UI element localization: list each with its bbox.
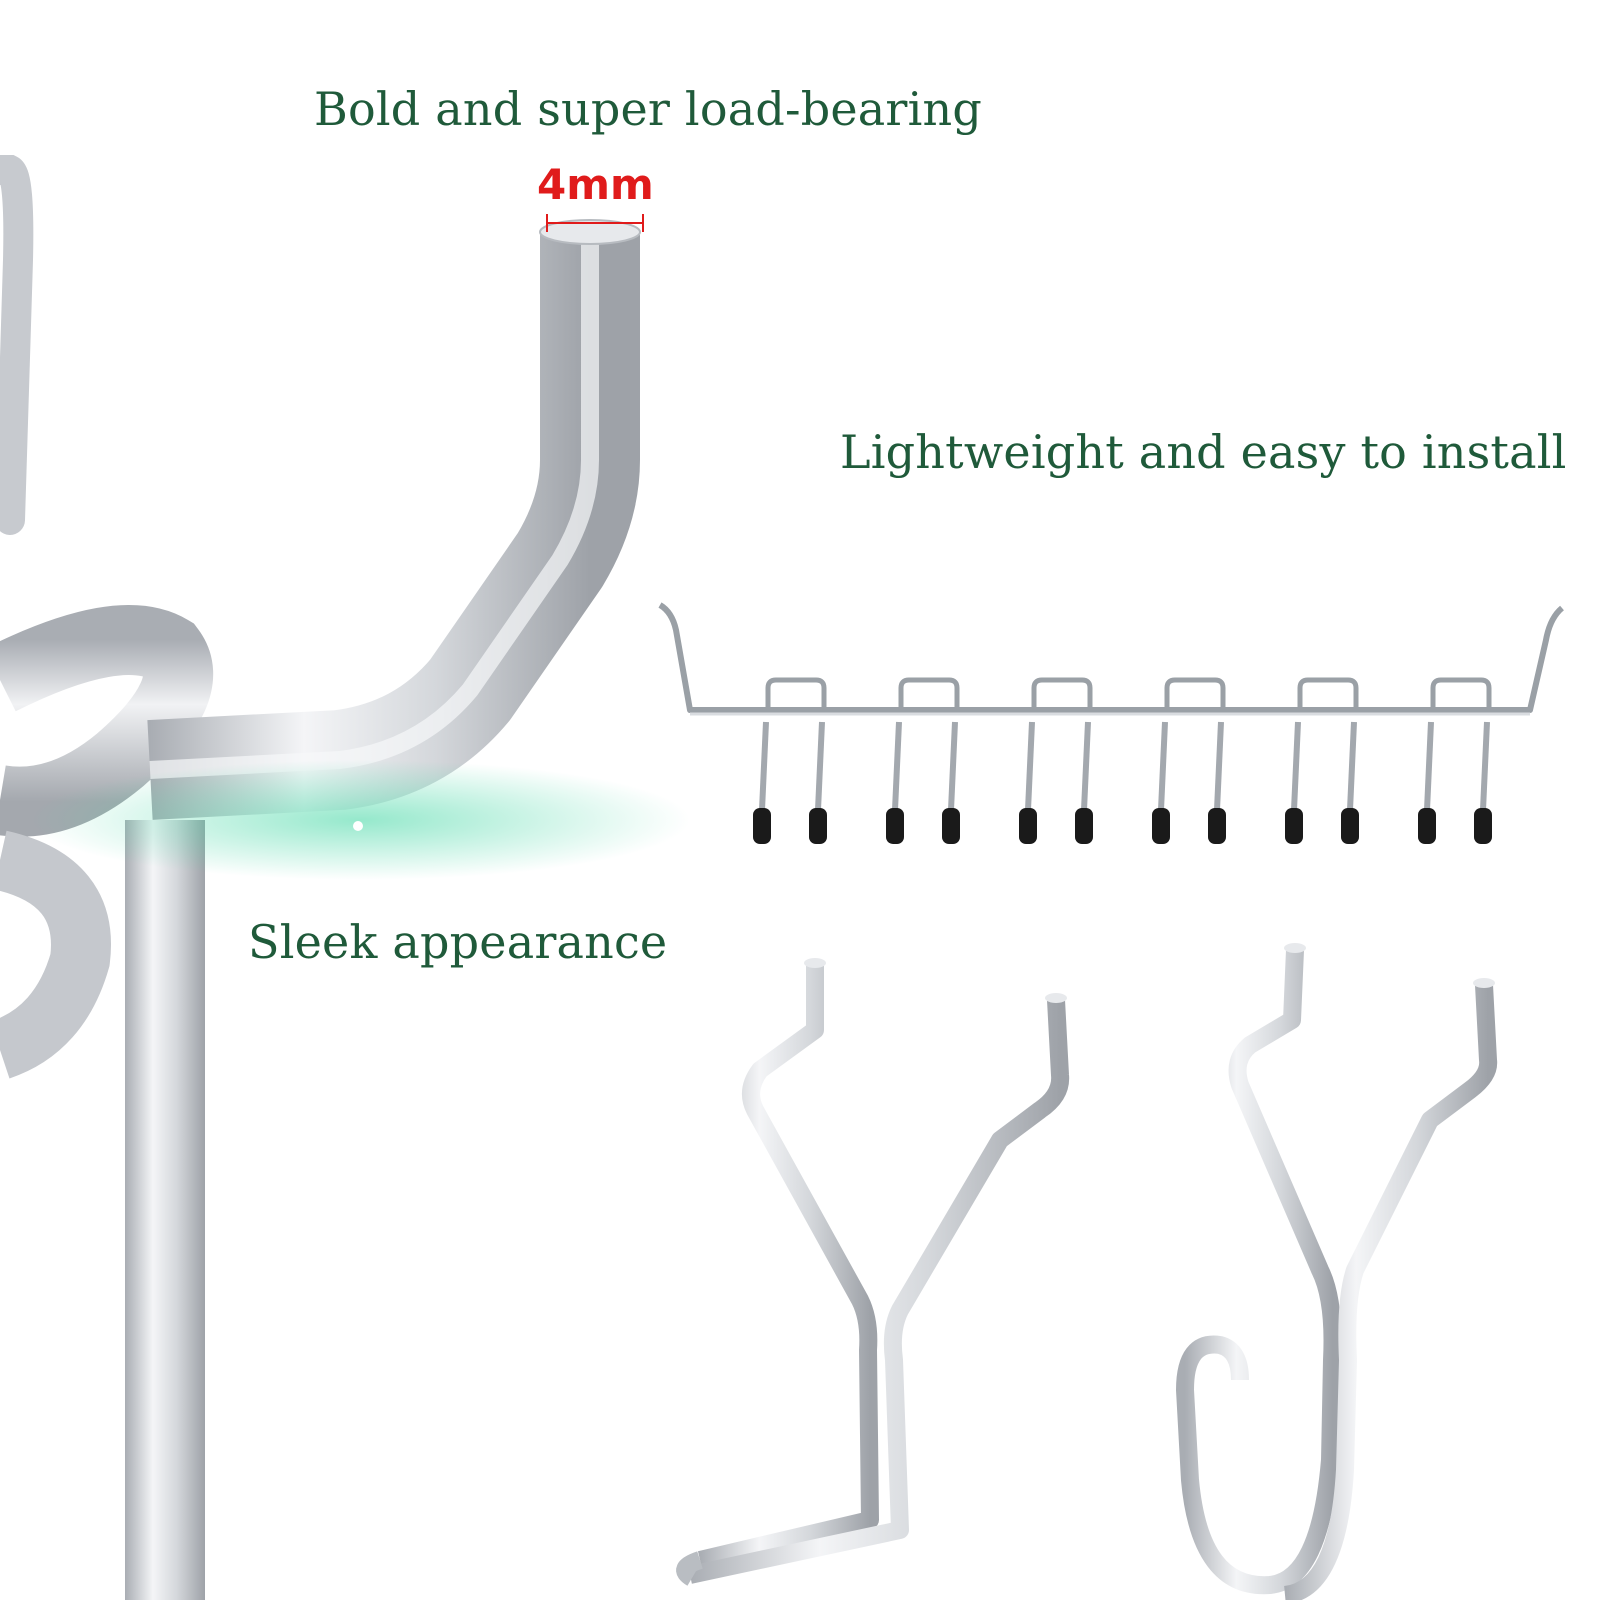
rack-prong <box>1158 721 1168 811</box>
rubber-tip <box>886 808 904 844</box>
lightweight-caption: Lightweight and easy to install <box>840 425 1567 479</box>
rack-hook-pair <box>753 677 827 844</box>
rubber-tip <box>1285 808 1303 844</box>
rubber-tip <box>1474 808 1492 844</box>
rack-prong <box>1480 721 1490 811</box>
rack-prong <box>1347 721 1357 811</box>
dimension-label: 4mm <box>537 160 654 209</box>
rack-hook-pair <box>1418 677 1492 844</box>
rack-hook-pair <box>1152 677 1226 844</box>
rubber-tip <box>1152 808 1170 844</box>
rubber-tip <box>1341 808 1359 844</box>
rubber-tip <box>942 808 960 844</box>
rack-hook-pair <box>1019 677 1093 844</box>
sleek-caption: Sleek appearance <box>248 915 668 969</box>
rack-hook-pair <box>886 677 960 844</box>
y-hook <box>676 958 1070 1586</box>
rack-prong <box>1214 721 1224 811</box>
rack-prong <box>1291 721 1301 811</box>
rubber-tip <box>1208 808 1226 844</box>
rack-prong <box>892 721 902 811</box>
rack-prong <box>1424 721 1434 811</box>
closeup-hook <box>0 155 690 1600</box>
rack-prong <box>1081 721 1091 811</box>
rubber-tip <box>1019 808 1037 844</box>
rack-prong <box>815 721 825 811</box>
rubber-tip <box>809 808 827 844</box>
rubber-tip <box>1418 808 1436 844</box>
rack-prong <box>948 721 958 811</box>
rack-hook-pair <box>1285 677 1359 844</box>
rubber-tip <box>753 808 771 844</box>
hook-rack <box>658 602 1565 844</box>
j-hook <box>1176 943 1498 1600</box>
load-bearing-caption: Bold and super load-bearing <box>314 82 982 136</box>
rack-prong <box>759 721 769 811</box>
rack-prong <box>1025 721 1035 811</box>
dimension-marker <box>546 214 644 232</box>
rubber-tip <box>1075 808 1093 844</box>
